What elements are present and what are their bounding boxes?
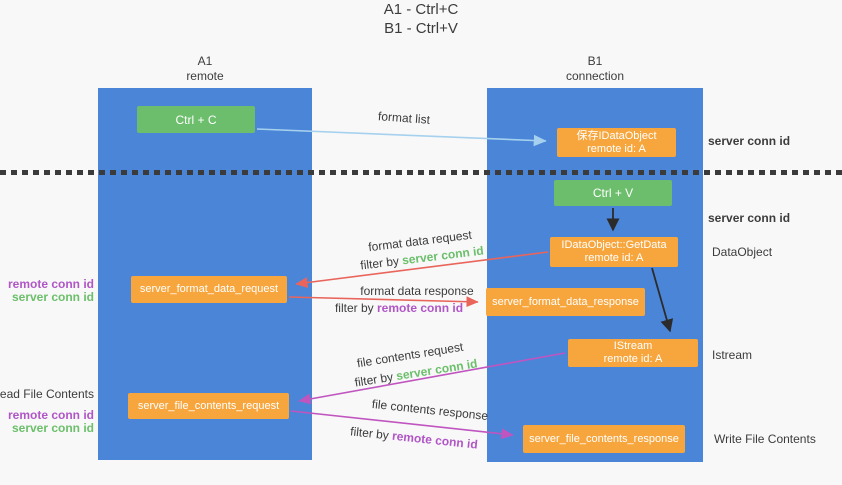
side-label-server-conn-id-mid: server conn id	[708, 211, 791, 225]
side-label-read-file-contents: Read File Contents	[0, 387, 94, 401]
side-label-dataobject: DataObject	[712, 245, 773, 259]
node-getdata-line2: remote id: A	[584, 252, 644, 264]
node-ctrl-c: Ctrl + C	[137, 106, 255, 133]
node-server-format-data-request: server_format_data_request	[131, 276, 287, 303]
lane-a1-role: remote	[186, 69, 224, 83]
remote-conn-id-text: remote conn id	[391, 428, 479, 452]
remote-conn-id-text: remote conn id	[377, 301, 464, 315]
node-save-idataobject-line1: 保存IDataObject	[576, 129, 657, 142]
side-label-write-file-contents: Write File Contents	[714, 432, 816, 446]
edge-label-file-contents-response: file contents response	[371, 396, 489, 424]
node-istream-line2: remote id: A	[603, 353, 663, 365]
lane-a1-name: A1	[197, 54, 213, 68]
filter-by-text: filter by	[359, 253, 400, 273]
node-save-idataobject-line2: remote id: A	[587, 142, 646, 155]
side-label-istream: Istream	[712, 348, 753, 362]
server-conn-id-label: server conn id	[11, 421, 94, 435]
node-file-request-label: server_file_contents_request	[137, 399, 280, 412]
side-label-conn-ids-format: remote conn id server conn id	[8, 278, 94, 304]
filter-by-text: filter by	[334, 301, 374, 315]
edge-label-filter-by-remote-conn-id-1: filter by remote conn id	[335, 301, 463, 315]
lane-b1-name: B1	[587, 54, 603, 68]
node-format-request-label: server_format_data_request	[139, 283, 279, 295]
node-server-file-contents-request: server_file_contents_request	[128, 393, 289, 419]
filter-by-text: filter by	[349, 424, 390, 443]
lane-header-a1: A1 remote	[98, 54, 312, 84]
node-getdata-line1: IDataObject::GetData	[561, 239, 667, 251]
node-server-format-data-response: server_format_data_response	[486, 288, 645, 316]
dotted-divider	[0, 170, 842, 175]
node-ctrl-v-label: Ctrl + V	[592, 186, 634, 200]
title-line-a1: A1 - Ctrl+C	[383, 1, 459, 18]
node-format-response-label: server_format_data_response	[492, 295, 639, 308]
node-idataobject-getdata: IDataObject::GetData remote id: A	[550, 237, 678, 267]
side-label-conn-ids-file: remote conn id server conn id	[8, 409, 94, 435]
lane-b1-role: connection	[565, 69, 625, 83]
edge-label-filter-by-remote-conn-id-2: filter by remote conn id	[350, 424, 479, 451]
node-file-response-label: server_file_contents_response	[529, 432, 679, 445]
edge-label-format-list: format list	[377, 109, 431, 127]
title-line-b1: B1 - Ctrl+V	[384, 20, 458, 37]
remote-conn-id-label: remote conn id	[7, 408, 94, 422]
lane-header-b1: B1 connection	[487, 54, 703, 84]
node-ctrl-v: Ctrl + V	[554, 180, 672, 206]
side-label-server-conn-id-top: server conn id	[708, 134, 791, 148]
node-save-idataobject: 保存IDataObject remote id: A	[557, 128, 676, 157]
node-istream-line1: IStream	[613, 340, 653, 352]
node-server-file-contents-response: server_file_contents_response	[523, 425, 685, 453]
node-istream: IStream remote id: A	[568, 339, 698, 367]
node-ctrl-c-label: Ctrl + C	[175, 112, 217, 127]
diagram-title: A1 - Ctrl+C B1 - Ctrl+V	[0, 0, 842, 38]
server-conn-id-label: server conn id	[11, 290, 94, 304]
remote-conn-id-label: remote conn id	[7, 277, 94, 291]
edge-label-format-data-response: format data response	[360, 284, 474, 298]
filter-by-text: filter by	[353, 369, 395, 390]
